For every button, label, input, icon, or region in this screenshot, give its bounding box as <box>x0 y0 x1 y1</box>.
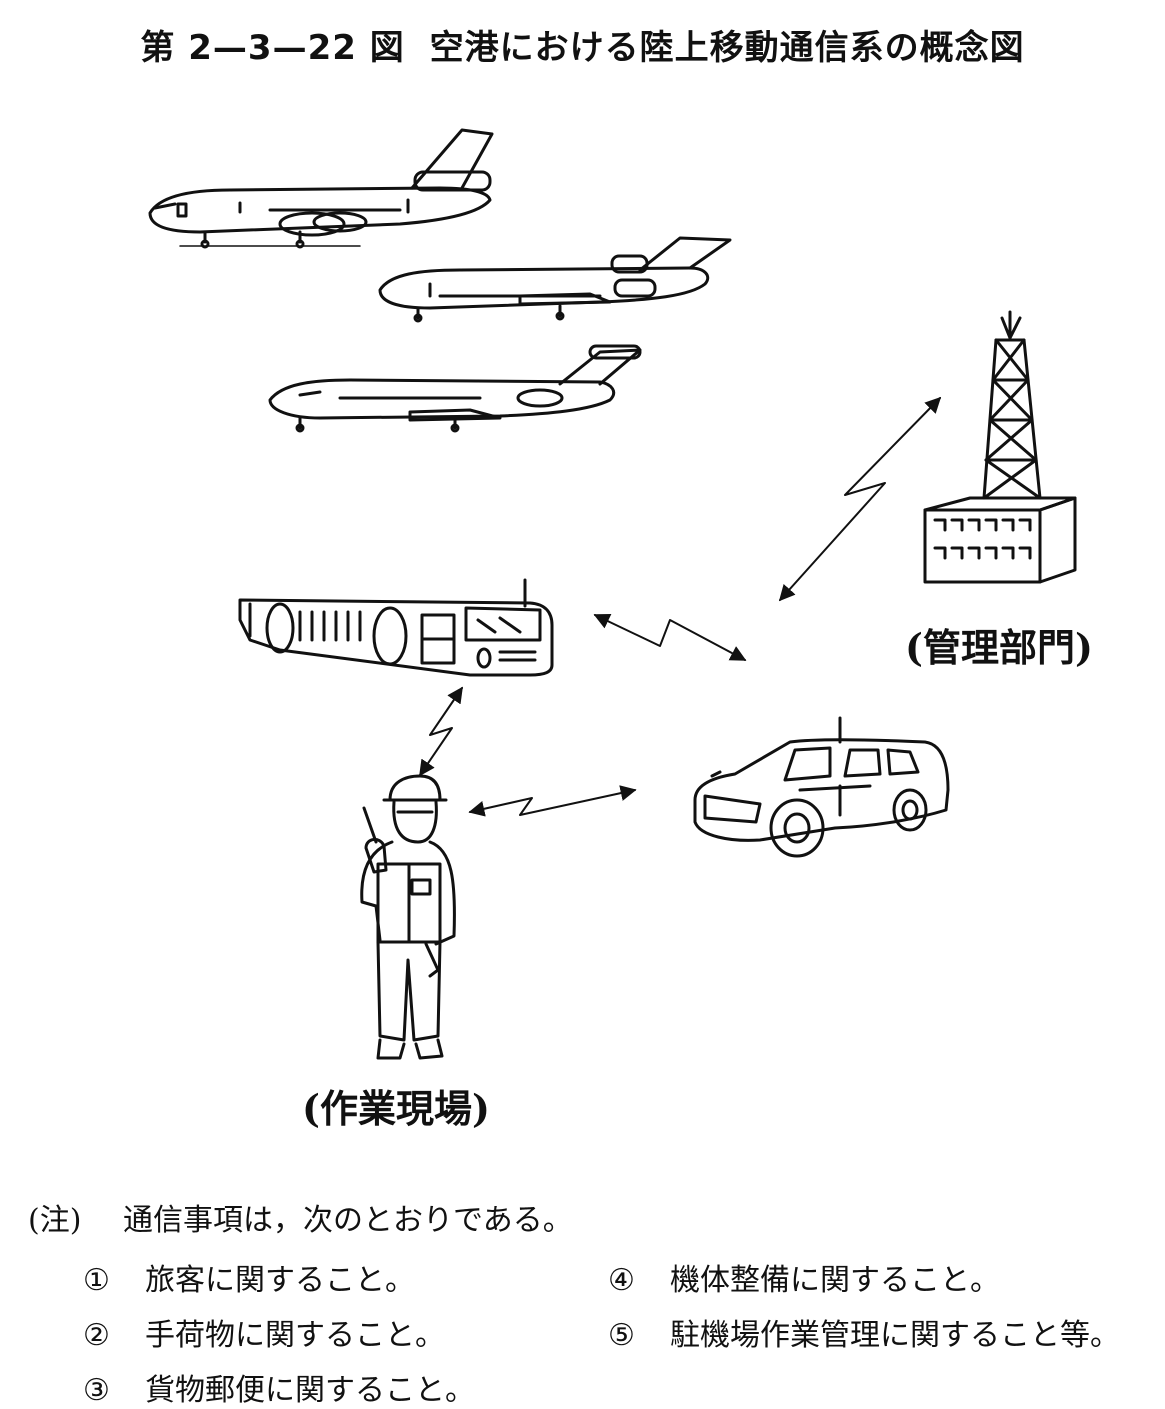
note-item: ① 旅客に関すること。 <box>83 1255 415 1299</box>
notes-heading: (注) 通信事項は，次のとおりである。 <box>28 1195 573 1239</box>
link-worker-to-car <box>468 785 637 817</box>
tug-vehicle <box>238 578 554 677</box>
concept-diagram <box>148 128 1077 1060</box>
note-number: ⑤ <box>608 1318 635 1353</box>
note-item: ⑤ 駐機場作業管理に関すること等。 <box>608 1310 1120 1354</box>
notes-intro: 通信事項は，次のとおりである。 <box>123 1203 573 1238</box>
airplane-3 <box>268 344 642 433</box>
note-number: ② <box>83 1318 110 1353</box>
figure-title: 第 2—3—22 図 空港における陸上移動通信系の概念図 <box>0 20 1165 69</box>
management-building <box>923 496 1077 584</box>
worker <box>360 774 456 1060</box>
airplane-2 <box>378 236 732 323</box>
note-text: 手荷物に関すること。 <box>145 1318 445 1353</box>
note-item: ④ 機体整備に関すること。 <box>608 1255 1000 1299</box>
note-item: ③ 貨物郵便に関すること。 <box>83 1365 475 1409</box>
link-tug-to-worker <box>419 686 463 777</box>
note-number: ④ <box>608 1263 635 1298</box>
note-text: 貨物郵便に関すること。 <box>145 1373 475 1408</box>
worksite-label: (作業現場) <box>302 1086 490 1131</box>
figure-number: 第 2—3—22 図 <box>140 28 405 68</box>
note-text: 機体整備に関すること。 <box>670 1263 1000 1298</box>
note-number: ① <box>83 1263 110 1298</box>
link-tower-to-field <box>778 396 942 602</box>
management-label: (管理部門) <box>905 625 1093 670</box>
notes-prefix: (注) <box>28 1203 82 1238</box>
note-text: 駐機場作業管理に関すること等。 <box>670 1318 1120 1353</box>
note-item: ② 手荷物に関すること。 <box>83 1310 445 1354</box>
figure-caption: 空港における陸上移動通信系の概念図 <box>429 28 1025 68</box>
antenna-tower <box>982 310 1042 500</box>
link-tug-to-field <box>593 613 747 661</box>
car <box>693 716 950 858</box>
airplane-1 <box>148 128 494 249</box>
note-text: 旅客に関すること。 <box>145 1263 415 1298</box>
note-number: ③ <box>83 1373 110 1408</box>
